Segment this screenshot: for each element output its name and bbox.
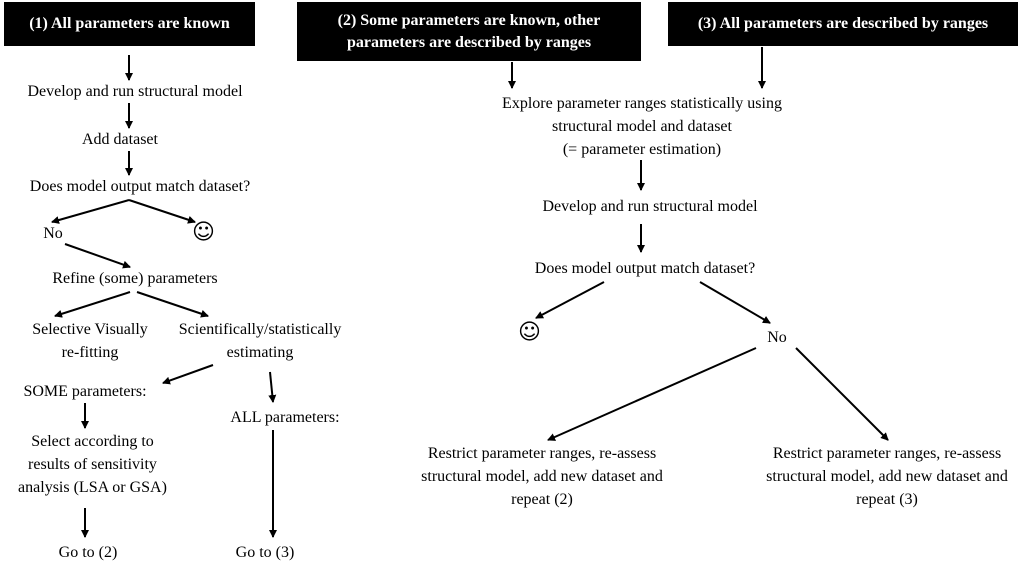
header-all-ranges-label: (3) All parameters are described by rang… [697,15,989,32]
arrow-icon [162,364,214,385]
arrow-icon [136,291,209,318]
right-explore-ranges: Explore parameter ranges statistically u… [502,95,782,158]
left-selective-refitting: Selective Visually re-fitting [32,321,148,361]
left-goto-2: Go to (2) [58,544,118,561]
left-refine-parameters: Refine (some) parameters [52,270,218,287]
left-select-sensitivity: Select according to results of sensitivi… [18,433,167,496]
smiley-icon: ☺ [518,320,541,345]
arrow-icon [699,281,771,324]
header-all-known-label: (1) All parameters are known [29,15,230,32]
left-add-dataset: Add dataset [82,131,158,148]
right-match-question: Does model output match dataset? [534,260,756,277]
right-restrict-repeat-3: Restrict parameter ranges, re-assess str… [766,445,1008,508]
right-restrict-repeat-2: Restrict parameter ranges, re-assess str… [421,445,663,508]
arrow-icon [268,371,277,403]
header-some-known: (2) Some parameters are known, other par… [297,2,641,61]
right-develop-model: Develop and run structural model [542,198,758,215]
left-no-label: No [43,225,63,242]
left-all-parameters: ALL parameters: [230,409,340,426]
left-goto-3: Go to (3) [235,544,295,561]
right-no-label: No [767,329,787,346]
header-some-known-label: (2) Some parameters are known, other par… [337,11,601,51]
arrow-icon [51,199,130,224]
arrow-icon [64,243,131,269]
left-some-parameters: SOME parameters: [23,383,147,400]
left-develop-model: Develop and run structural model [27,83,243,100]
arrow-icon [547,347,757,441]
arrow-icon [128,199,196,224]
arrow-icon [535,281,605,319]
smiley-icon: ☺ [192,220,215,245]
arrow-icon [795,347,889,441]
left-scientific-estimating: Scientifically/statistically estimating [178,321,342,361]
arrow-icon [54,291,131,318]
header-all-known: (1) All parameters are known [4,2,255,46]
left-match-question: Does model output match dataset? [29,178,251,195]
header-all-ranges: (3) All parameters are described by rang… [668,2,1018,46]
